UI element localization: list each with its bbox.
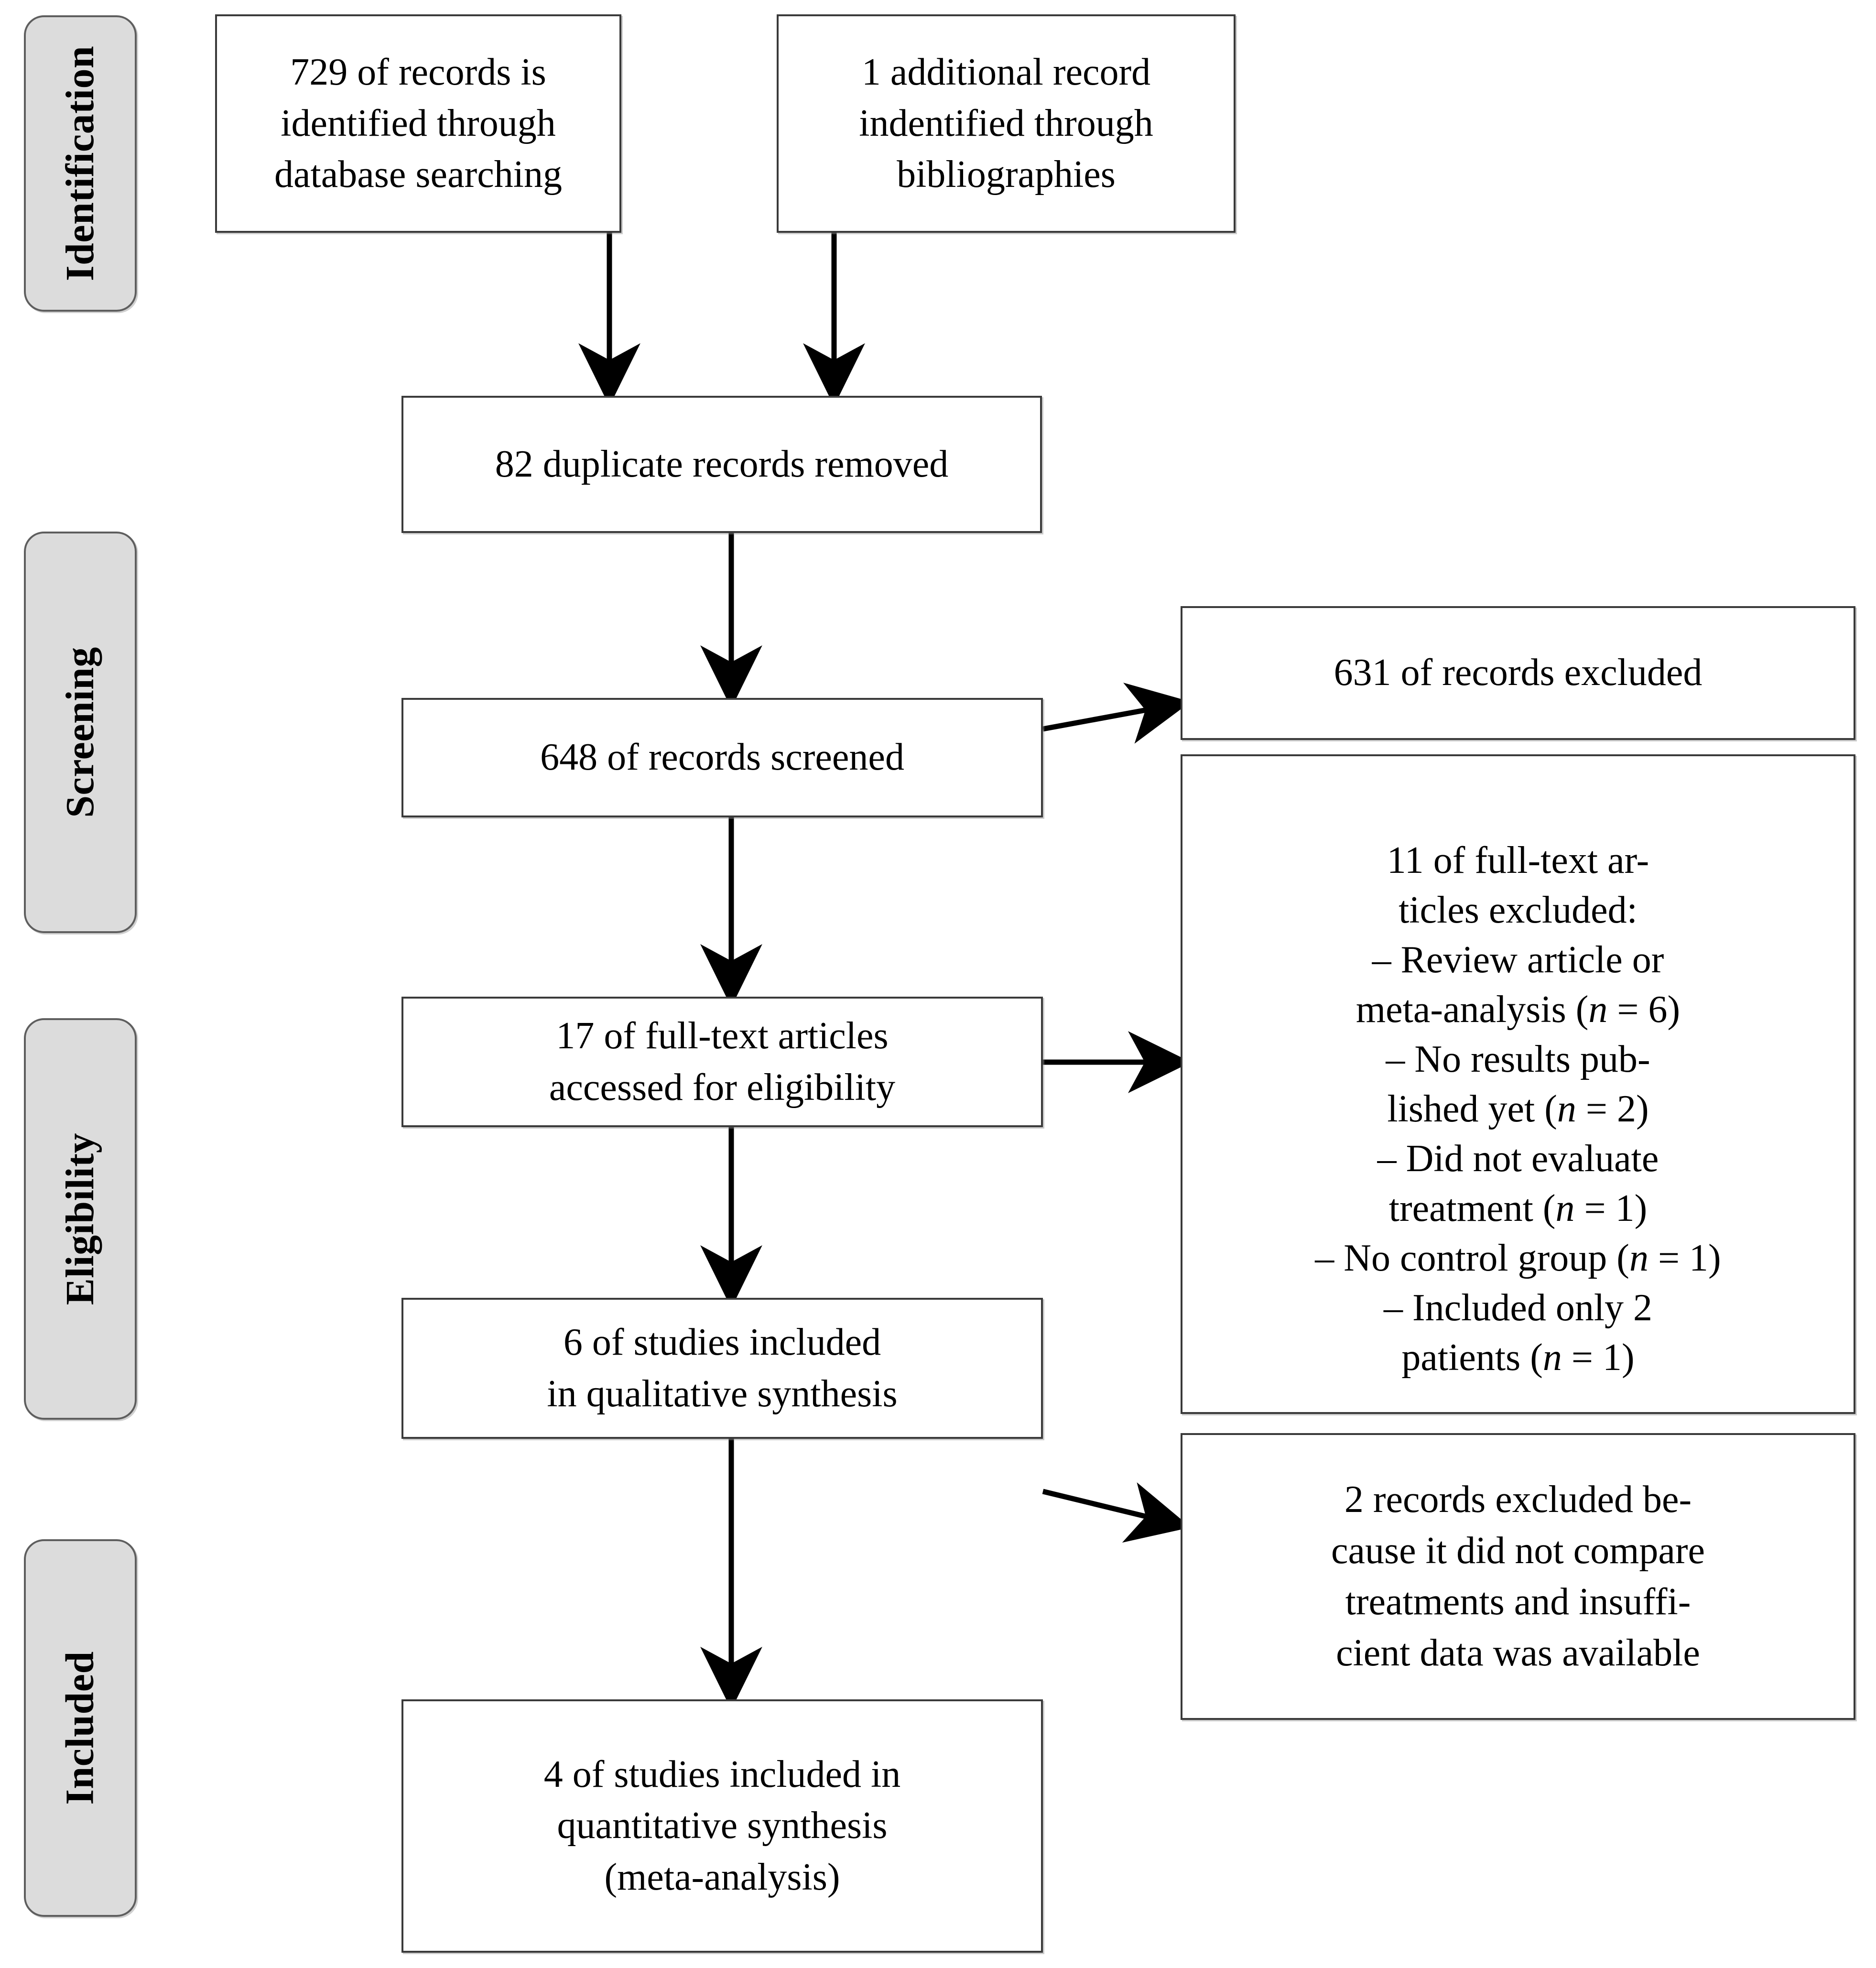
stage-band-included: Included [24, 1539, 137, 1917]
node-duplicates-removed-text: 82 duplicate records removed [495, 443, 949, 485]
node-bibliography-search: 1 additional record indentified through … [777, 14, 1236, 233]
node-fulltext-excluded-text: 11 of full-text ar- ticles excluded: – R… [1302, 786, 1733, 1382]
node-records-excluded-reason: 2 records excluded be- cause it did not … [1181, 1433, 1855, 1720]
node-records-screened-text: 648 of records screened [540, 736, 904, 779]
arrow-screened-to-excluded [1042, 683, 1191, 744]
node-fulltext-assessed: 17 of full-text articles accessed for el… [401, 997, 1043, 1127]
node-records-excluded-text: 631 of records excluded [1334, 652, 1702, 694]
stage-band-included-label: Included [58, 1651, 102, 1805]
node-quantitative-included-text: 4 of studies included in quantitative sy… [543, 1753, 901, 1898]
fulltext-excluded-heading: 11 of full-text ar- ticles excluded: [1387, 839, 1649, 931]
node-fulltext-assessed-text: 17 of full-text articles accessed for el… [549, 1015, 896, 1109]
node-qualitative-included-text: 6 of studies included in qualitative syn… [547, 1321, 898, 1415]
node-records-screened: 648 of records screened [401, 698, 1043, 817]
arrow-qualitative-to-records-excluded [1042, 1482, 1191, 1543]
node-qualitative-included: 6 of studies included in qualitative syn… [401, 1298, 1043, 1439]
node-fulltext-excluded: 11 of full-text ar- ticles excluded: – R… [1181, 754, 1855, 1414]
fulltext-excluded-reasons: – Review article or meta-analysis (n = 6… [1315, 939, 1721, 1379]
stage-band-eligibility-label: Eligibility [58, 1132, 102, 1305]
stage-band-screening: Screening [24, 532, 137, 933]
node-quantitative-included: 4 of studies included in quantitative sy… [401, 1699, 1043, 1953]
stage-band-identification: Identification [24, 15, 137, 312]
node-records-excluded: 631 of records excluded [1181, 606, 1855, 740]
node-bibliography-search-text: 1 additional record indentified through … [859, 51, 1153, 196]
stage-band-screening-label: Screening [58, 647, 103, 818]
node-database-search-text: 729 of records is identified through dat… [274, 51, 562, 196]
node-duplicates-removed: 82 duplicate records removed [401, 396, 1042, 533]
node-records-excluded-reason-text: 2 records excluded be- cause it did not … [1331, 1478, 1705, 1674]
stage-band-eligibility: Eligibility [24, 1018, 137, 1420]
stage-band-identification-label: Identification [58, 45, 102, 282]
node-database-search: 729 of records is identified through dat… [215, 14, 621, 233]
